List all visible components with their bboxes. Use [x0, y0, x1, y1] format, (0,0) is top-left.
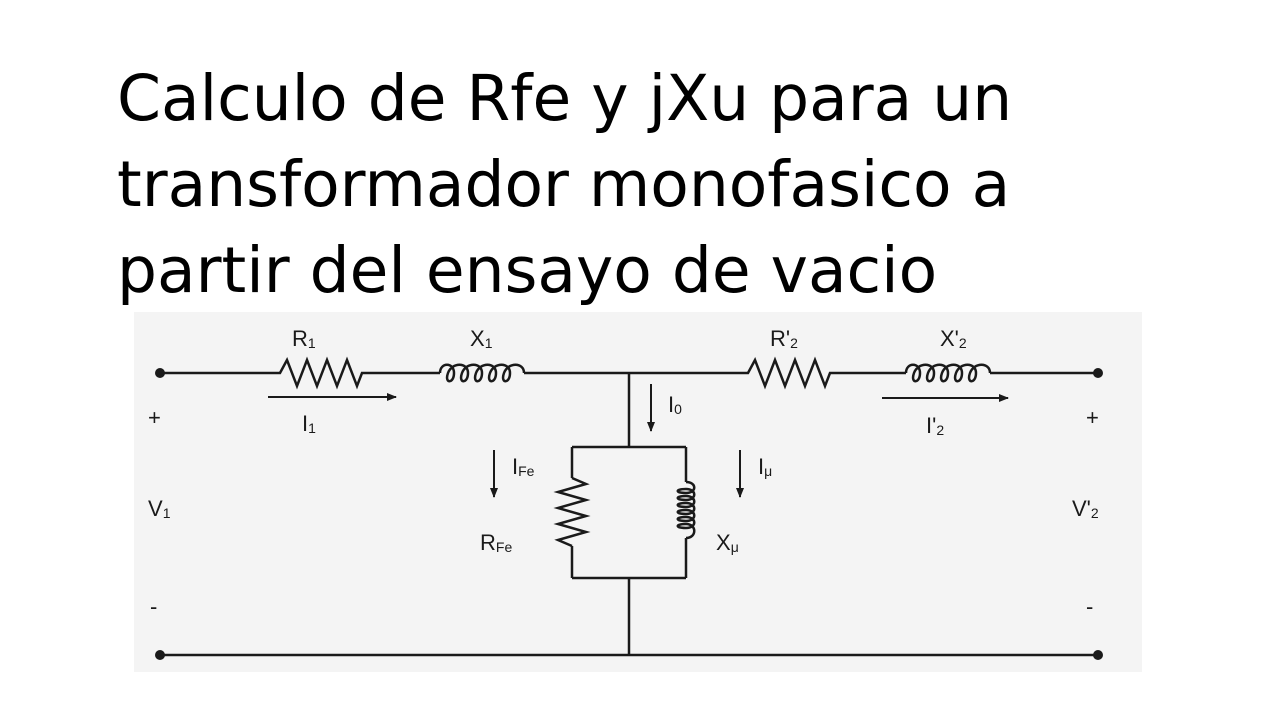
inductor-x2p [904, 363, 992, 383]
resistor-rfe [553, 476, 591, 548]
label-plus-left: + [148, 405, 161, 430]
label-v2p: V'2 [1072, 496, 1099, 521]
label-i1: I1 [302, 411, 316, 436]
label-rfe: RFe [480, 530, 512, 555]
slide-title: Calculo de Rfe y jXu para un transformad… [117, 56, 1217, 314]
terminal-bottom-right [1093, 650, 1103, 660]
label-r1: R1 [292, 326, 316, 351]
terminal-top-right [1093, 368, 1103, 378]
label-x2p: X'2 [940, 326, 967, 351]
label-plus-right: + [1086, 405, 1099, 430]
label-minus-right: - [1086, 594, 1093, 619]
label-imu: Iμ [758, 454, 772, 479]
slide-title-line-1: Calculo de Rfe y jXu para un [117, 62, 1013, 135]
label-i0: I0 [668, 392, 682, 417]
label-xmu: Xμ [716, 530, 739, 555]
circuit-svg: R1 X1 R'2 X'2 I1 I'2 I0 IFe Iμ RFe Xμ V1… [148, 326, 1103, 660]
label-minus-left: - [150, 594, 157, 619]
label-i2p: I'2 [926, 413, 944, 438]
label-v1: V1 [148, 496, 171, 521]
label-ife: IFe [512, 454, 535, 479]
resistor-r1 [270, 356, 370, 390]
inductor-xmu [676, 480, 696, 540]
label-x1: X1 [470, 326, 493, 351]
resistor-r2p [740, 356, 836, 390]
terminal-top-left [155, 368, 165, 378]
terminal-bottom-left [155, 650, 165, 660]
slide-title-line-2: transformador monofasico a [117, 148, 1011, 221]
slide-title-line-3: partir del ensayo de vacio [117, 234, 938, 307]
inductor-x1 [438, 363, 526, 383]
label-r2p: R'2 [770, 326, 798, 351]
equivalent-circuit-diagram: R1 X1 R'2 X'2 I1 I'2 I0 IFe Iμ RFe Xμ V1… [134, 312, 1142, 672]
